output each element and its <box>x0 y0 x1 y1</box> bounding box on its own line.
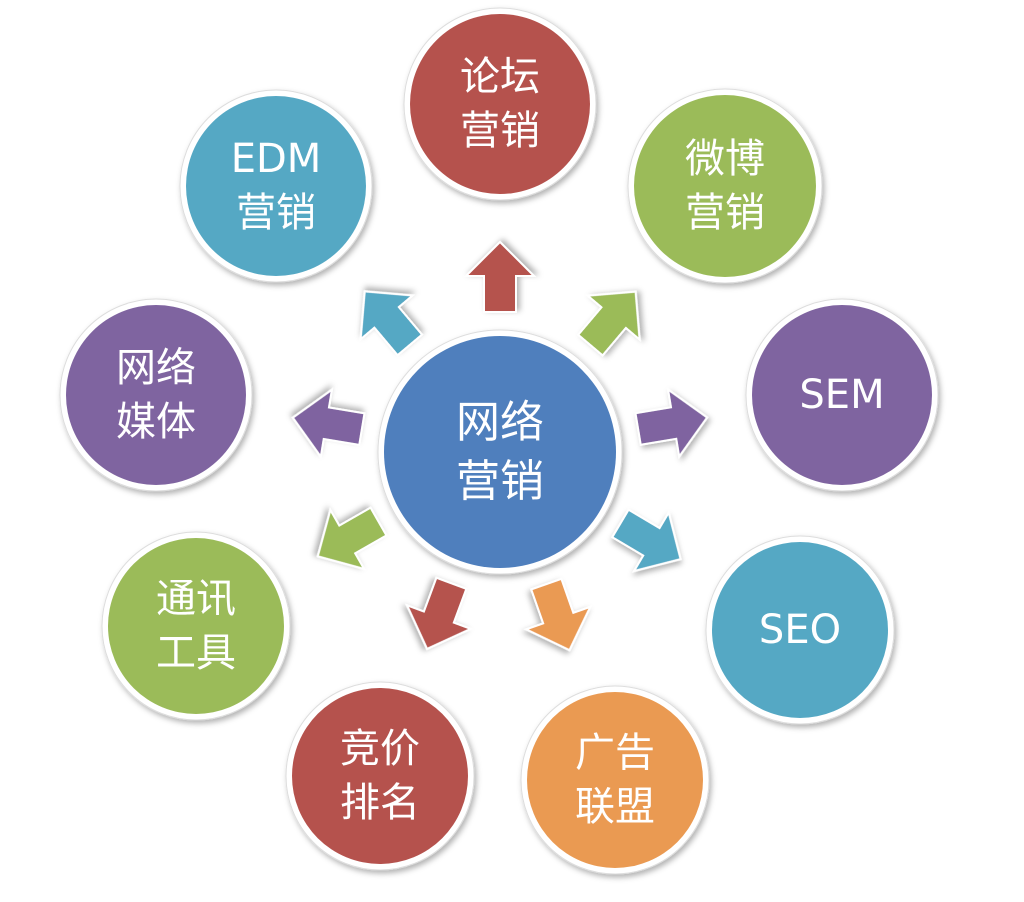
center-node-label: 营销 <box>456 456 544 507</box>
node-web-media-label: 媒体 <box>116 399 196 445</box>
arrow-icon-bidding <box>405 576 474 651</box>
node-forum-circle <box>410 14 590 194</box>
node-sem-label: SEM <box>799 372 884 418</box>
node-bidding-label: 排名 <box>340 780 420 826</box>
arrow-icon-seo <box>610 508 682 573</box>
node-ad-alliance-circle <box>527 692 703 868</box>
node-ad-alliance-label: 广告 <box>575 730 655 776</box>
node-web-media-circle <box>66 305 246 485</box>
arrow-icon-ad-alliance <box>523 577 593 652</box>
node-weibo-label: 微博 <box>685 136 765 182</box>
node-bidding-label: 竞价 <box>340 726 420 772</box>
center-node-circle <box>384 336 616 568</box>
node-weibo-label: 营销 <box>685 190 765 236</box>
node-seo: SEO <box>705 535 895 725</box>
node-edm-label: 营销 <box>236 190 316 236</box>
arrow-icon-forum <box>463 240 537 313</box>
node-sem-circle <box>752 305 932 485</box>
arrow-icon-im-tools <box>316 506 388 571</box>
node-seo-label: SEO <box>759 607 841 653</box>
center-node-label: 网络 <box>456 397 544 448</box>
arrow-icon-edm <box>359 290 424 357</box>
node-weibo-circle <box>634 95 816 277</box>
node-ad-alliance-label: 联盟 <box>575 784 655 830</box>
node-edm-label: EDM <box>231 136 322 182</box>
node-forum-label: 论坛 <box>460 54 540 100</box>
node-edm-circle <box>186 96 366 276</box>
arrow-icon-web-media <box>291 387 366 460</box>
node-web-media-label: 网络 <box>116 345 196 391</box>
node-im-tools-label: 工具 <box>156 630 236 676</box>
node-im-tools-label: 通讯 <box>156 576 236 622</box>
node-seo-circle <box>712 542 888 718</box>
node-bidding-circle <box>292 688 468 864</box>
node-edm: EDM 营销 <box>179 89 373 283</box>
arrow-icon-sem <box>634 387 709 460</box>
arrow-icon-weibo <box>576 290 641 357</box>
node-forum-label: 营销 <box>460 108 540 154</box>
node-im-tools-circle <box>108 538 284 714</box>
node-sem: SEM <box>745 298 939 492</box>
